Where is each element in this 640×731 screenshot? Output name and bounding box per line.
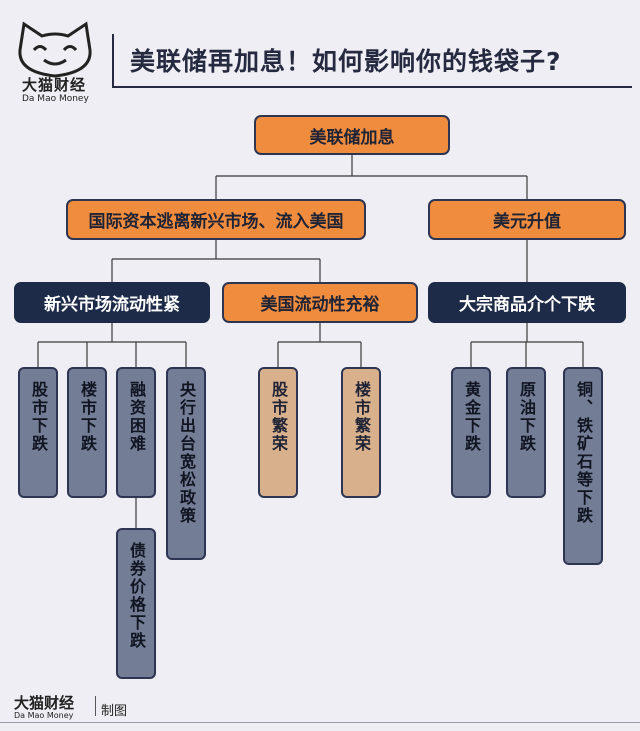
node-fed-rate-hike: 美联储加息	[254, 115, 450, 155]
footer-brand-en: Da Mao Money	[14, 711, 74, 720]
node-financing-difficulty: 融资困难	[116, 367, 156, 498]
connector-commodity	[470, 323, 584, 367]
title-divider	[112, 34, 114, 88]
connector-capital-flow	[111, 240, 321, 282]
node-capital-flow: 国际资本逃离新兴市场、流入美国	[66, 199, 366, 240]
node-us-property-boom: 楼市繁荣	[341, 367, 381, 498]
node-copper-iron-decline: 铜、铁矿石等下跌	[563, 367, 603, 565]
node-commodity-decline: 大宗商品介个下跌	[428, 282, 626, 323]
brand-name-en: Da Mao Money	[22, 94, 89, 104]
node-central-bank-easing: 央行出台宽松政策	[166, 367, 206, 560]
title-underline	[112, 86, 632, 88]
brand-name: 大猫财经	[22, 76, 87, 94]
node-gold-decline: 黄金下跌	[451, 367, 491, 498]
footer-rule	[0, 722, 640, 723]
page-title: 美联储再加息！如何影响你的钱袋子?	[130, 47, 562, 76]
connector-root	[215, 155, 528, 199]
node-em-stock-decline: 股市下跌	[18, 367, 58, 498]
node-us-liquidity-ample: 美国流动性充裕	[222, 282, 418, 323]
footer-separator	[95, 696, 96, 716]
connector-em-tight	[37, 323, 187, 367]
connector-us-ample	[277, 323, 362, 367]
node-bond-price-decline: 债券价格下跌	[116, 528, 156, 679]
node-em-liquidity-tight: 新兴市场流动性紧	[14, 282, 210, 323]
node-oil-decline: 原油下跌	[506, 367, 546, 498]
node-usd-appreciation: 美元升值	[428, 199, 626, 240]
cat-logo-icon	[18, 21, 92, 78]
footer-credit: 制图	[101, 704, 128, 719]
node-em-property-decline: 楼市下跌	[67, 367, 107, 498]
footer-brand: 大猫财经	[14, 694, 75, 712]
node-us-stock-boom: 股市繁荣	[258, 367, 298, 498]
